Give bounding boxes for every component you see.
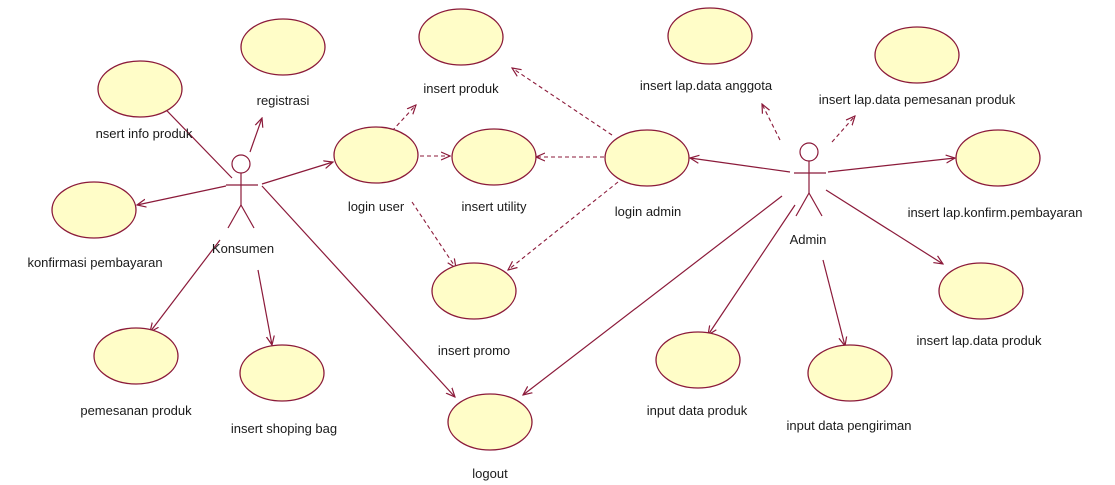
label-insert-lap-data-pemesanan-produk: insert lap.data pemesanan produk [819,92,1016,107]
label-konfirmasi-pembayaran: konfirmasi pembayaran [27,255,162,270]
label-logout: logout [472,466,508,481]
label-insert-lap-data-anggota: insert lap.data anggota [640,78,773,93]
admin-head [799,142,819,162]
dep-admin-insert-lap-data-anggota [762,104,781,141]
assoc-admin-input-data-produk [708,204,796,335]
uc-login-user[interactable] [333,126,419,184]
label-insert-shoping-bag: insert shoping bag [231,421,337,436]
labels: nsert info produk registrasi konfirmasi … [27,78,1082,481]
assoc-admin-input-data-pengiriman [822,259,845,346]
uc-insert-lap-konfirm-pembayaran[interactable] [955,129,1041,187]
assoc-admin-insert-lap-konfirm-pembayaran [827,158,955,173]
label-actor-konsumen: Konsumen [212,241,274,256]
uc-insert-shoping-bag[interactable] [239,344,325,402]
label-insert-produk: insert produk [423,81,499,96]
label-insert-utility: insert utility [461,199,527,214]
uc-insert-lap-data-produk[interactable] [938,262,1024,320]
label-login-user: login user [348,199,405,214]
uc-login-admin[interactable] [604,129,690,187]
use-cases [51,7,1041,451]
associations [137,86,955,397]
uc-insert-promo[interactable] [431,262,517,320]
assoc-konsumen-registrasi [249,118,262,153]
uc-registrasi[interactable] [240,18,326,76]
uc-insert-utility[interactable] [451,128,537,186]
uc-input-data-pengiriman[interactable] [807,344,893,402]
label-insert-promo: insert promo [438,343,510,358]
label-pemesanan-produk: pemesanan produk [80,403,192,418]
dep-admin-insert-lap-data-pemesanan [831,116,855,143]
assoc-konsumen-logout [261,185,455,397]
actor-konsumen-figure[interactable] [226,154,258,229]
dep-login-admin-insert-promo [508,181,619,270]
assoc-admin-login-admin [690,158,791,173]
uc-konfirmasi-pembayaran[interactable] [51,181,137,239]
uc-logout[interactable] [447,393,533,451]
assoc-konsumen-insert-shoping-bag [257,269,272,345]
label-insert-lap-konfirm-pembayaran: insert lap.konfirm.pembayaran [908,205,1083,220]
assoc-admin-logout [523,195,783,395]
uc-insert-info-produk[interactable] [97,60,183,118]
label-input-data-pengiriman: input data pengiriman [786,418,911,433]
uc-input-data-produk[interactable] [655,331,741,389]
assoc-konsumen-konfirmasi-pembayaran [137,185,227,205]
label-actor-admin: Admin [790,232,827,247]
uc-insert-produk[interactable] [418,8,504,66]
uc-insert-lap-data-pemesanan-produk[interactable] [874,26,960,84]
label-input-data-produk: input data produk [647,403,748,418]
assoc-admin-insert-lap-data-produk [825,189,943,264]
assoc-konsumen-login-user [261,162,333,185]
label-insert-info-produk: nsert info produk [96,126,193,141]
uc-insert-lap-data-anggota[interactable] [667,7,753,65]
assoc-konsumen-pemesanan-produk [150,239,221,332]
konsumen-head [231,154,251,174]
dep-login-user-insert-promo [411,201,456,268]
actor-admin-figure[interactable] [794,142,826,217]
label-login-admin: login admin [615,204,682,219]
uc-pemesanan-produk[interactable] [93,327,179,385]
dep-login-admin-insert-produk [512,68,613,136]
dependencies [391,68,619,270]
label-registrasi: registrasi [257,93,310,108]
label-insert-lap-data-produk: insert lap.data produk [916,333,1042,348]
dep-login-user-insert-produk [391,105,416,132]
